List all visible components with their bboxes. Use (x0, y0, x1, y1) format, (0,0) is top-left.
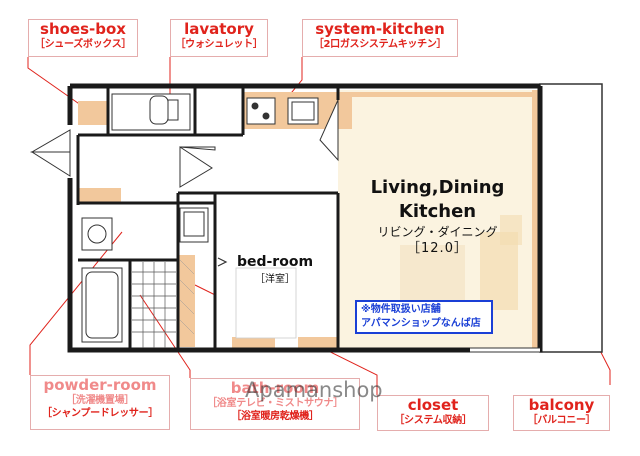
kitchen-fixtures (246, 97, 319, 125)
label-balcony: balcony ［バルコニー］ (513, 395, 610, 431)
front-door (30, 129, 71, 177)
lavatory-en: lavatory (184, 20, 254, 38)
table (400, 245, 465, 305)
label-bath-room: bath-room ［浴室テレビ・ミストサウナ］ ［浴室暖房乾燥機］ (190, 378, 360, 430)
bath-room-jp-top: ［浴室テレビ・ミストサウナ］ (207, 398, 343, 409)
shoes-box-jp: ［シューズボックス］ (34, 39, 132, 50)
bed-room-door-tan (232, 337, 275, 349)
ldk-en-line1: Living,Dining (370, 177, 505, 198)
label-powder-room: powder-room ［洗濯機置場］ ［シャンプードレッサー］ (30, 375, 170, 430)
label-closet: closet ［システム収納］ (377, 395, 489, 431)
balcony-area (539, 83, 603, 353)
closet-jp: ［システム収納］ (394, 415, 472, 426)
ldk-en-line2: Kitchen (398, 201, 477, 222)
shoes-box-en: shoes-box (40, 20, 126, 38)
shoes-box-shelf (78, 101, 108, 125)
label-system-kitchen: system-kitchen ［2口ガスシステムキッチン］ (302, 19, 458, 57)
entrance-tan (78, 188, 121, 202)
bathtub-fixture (81, 267, 123, 343)
lavatory-jp: ［ウォシュレット］ (175, 39, 263, 50)
vanity-fixture (179, 207, 209, 243)
closet-en: closet (407, 396, 459, 414)
system-kitchen-jp: ［2口ガスシステムキッチン］ (313, 39, 447, 50)
leader-shoes-box (27, 57, 96, 116)
washer-fixture (81, 217, 113, 251)
toilet-fixture (111, 93, 191, 131)
system-kitchen-en: system-kitchen (315, 20, 445, 38)
shop-note-line1: ※物件取扱い店舗 (361, 304, 441, 315)
bath-room-jp-bottom: ［浴室暖房乾燥機］ (231, 411, 319, 422)
chair (500, 215, 522, 245)
balcony-jp: ［バルコニー］ (527, 415, 596, 426)
window-bottom-tan (298, 337, 338, 349)
shop-note: ※物件取扱い店舗 アパマンショップなんば店 (355, 300, 493, 334)
balcony-en: balcony (528, 396, 595, 414)
watermark: Apamanshop (245, 378, 383, 402)
bedroom-jp: ［洋室］ (255, 274, 295, 285)
shop-note-line2: アパマンショップなんば店 (361, 318, 481, 329)
ldk-jp: リビング・ダイニング (377, 225, 498, 239)
balcony-tan (532, 90, 538, 348)
closet-shelf (178, 255, 195, 347)
label-shoes-box: shoes-box ［シューズボックス］ (28, 19, 138, 57)
bed-hint (235, 267, 297, 339)
bath-room-en: bath-room (230, 379, 320, 397)
bedroom-en: bed-room (236, 254, 314, 270)
bedroom-arrow (217, 257, 228, 267)
powder-room-jp-bottom: ［シャンプードレッサー］ (41, 408, 159, 419)
ldk-label: Living,Dining Kitchen リビング・ダイニング ［12.0］ (355, 176, 520, 258)
label-lavatory: lavatory ［ウォシュレット］ (170, 19, 268, 57)
powder-room-jp-top: ［洗濯機置場］ (66, 395, 134, 406)
bedroom-label: bed-room ［洋室］ (228, 254, 322, 285)
powder-room-en: powder-room (43, 376, 157, 394)
ldk-area: ［12.0］ (407, 241, 468, 256)
